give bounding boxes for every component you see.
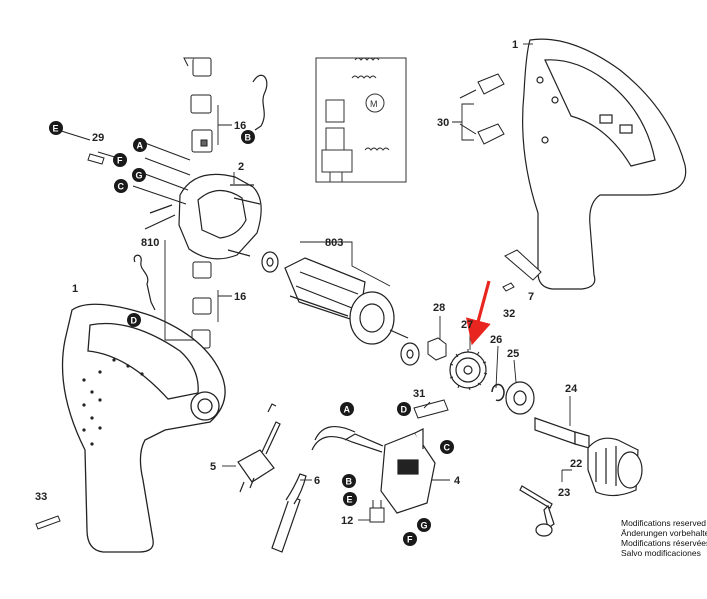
label-28: 28	[433, 302, 445, 314]
note-line-3: Modifications réservées	[621, 538, 707, 548]
note-line-1: Modifications reserved	[621, 518, 707, 528]
label-22: 22	[570, 458, 582, 470]
svg-text:D: D	[131, 316, 138, 326]
label-31: 31	[413, 388, 425, 400]
switch	[311, 425, 436, 514]
svg-text:G: G	[136, 171, 143, 181]
svg-text:C: C	[118, 182, 125, 192]
label-1-top: 1	[512, 39, 518, 51]
screw-29	[87, 153, 105, 165]
svg-text:F: F	[117, 156, 123, 166]
label-4: 4	[454, 475, 461, 487]
carbon-brushes	[459, 73, 505, 145]
badge-b-switch: B	[342, 474, 356, 488]
badge-g-left: G	[132, 168, 146, 182]
badge-f-left: F	[113, 153, 127, 167]
label-810: 810	[141, 237, 159, 249]
nut-28	[427, 337, 447, 361]
label-803: 803	[325, 237, 343, 249]
svg-text:D: D	[401, 405, 408, 415]
badge-d-left: D	[127, 313, 141, 327]
svg-text:F: F	[407, 535, 413, 545]
stator-field	[144, 173, 262, 260]
label-2: 2	[238, 161, 244, 173]
badge-a-switch: A	[340, 402, 354, 416]
callout-arrow	[465, 280, 491, 346]
capacitor-12	[369, 500, 385, 523]
chuck-key-23	[519, 485, 555, 537]
armature	[261, 251, 420, 366]
badge-g-switch: G	[417, 518, 431, 532]
label-33: 33	[35, 491, 47, 503]
label-16-bottom: 16	[234, 291, 246, 303]
label-12: 12	[341, 515, 353, 527]
svg-text:A: A	[344, 405, 351, 415]
note-line-4: Salvo modificaciones	[621, 548, 701, 558]
badge-e-left: E	[49, 121, 63, 135]
label-5: 5	[210, 461, 216, 473]
badge-c-switch: C	[440, 440, 454, 454]
label-29: 29	[92, 132, 104, 144]
circlip-26	[491, 383, 505, 402]
modifications-note: Modifications reserved Änderungen vorbeh…	[621, 518, 707, 558]
svg-text:G: G	[421, 521, 428, 531]
badge-e-switch: E	[343, 492, 357, 506]
note-line-2: Änderungen vorbehalten	[621, 528, 707, 538]
svg-text:A: A	[137, 141, 144, 151]
badge-d-switch: D	[397, 402, 411, 416]
badge-b-top: B	[241, 130, 255, 144]
svg-text:B: B	[245, 133, 252, 143]
svg-text:C: C	[444, 443, 451, 453]
bearing-25	[505, 381, 535, 415]
brush-holder-top	[183, 57, 213, 153]
badge-f-switch: F	[403, 532, 417, 546]
housing-half-left	[61, 303, 226, 553]
label-24: 24	[565, 383, 578, 395]
wiring-schematic: M	[315, 57, 407, 183]
svg-text:B: B	[346, 477, 353, 487]
label-6: 6	[314, 475, 320, 487]
label-23: 23	[558, 487, 570, 499]
strain-relief	[271, 473, 307, 553]
badge-c-left: C	[114, 179, 128, 193]
gear-teeth	[449, 349, 488, 391]
label-32: 32	[503, 308, 515, 320]
svg-text:M: M	[370, 99, 378, 109]
housing-dots	[82, 358, 144, 446]
svg-text:E: E	[347, 495, 353, 505]
svg-text:E: E	[53, 124, 59, 134]
label-27: 27	[461, 319, 473, 331]
gear-27	[449, 351, 487, 389]
screw-33	[35, 515, 61, 530]
clamp-7	[502, 249, 542, 292]
housing-half-right	[522, 38, 687, 290]
leader-lines	[164, 43, 572, 521]
power-cord	[237, 403, 281, 493]
spindle-24	[534, 417, 590, 449]
label-1-bottom: 1	[72, 283, 78, 295]
label-16-top: 16	[234, 120, 246, 132]
label-7: 7	[528, 291, 534, 303]
badge-a-left: A	[133, 138, 147, 152]
leads-left	[57, 129, 191, 205]
suppressor-31	[413, 399, 449, 419]
chuck-22	[587, 437, 643, 497]
cable-b-top	[252, 74, 268, 131]
cable-d	[133, 254, 156, 311]
label-25: 25	[507, 348, 519, 360]
label-26: 26	[490, 334, 502, 346]
label-30: 30	[437, 117, 449, 129]
